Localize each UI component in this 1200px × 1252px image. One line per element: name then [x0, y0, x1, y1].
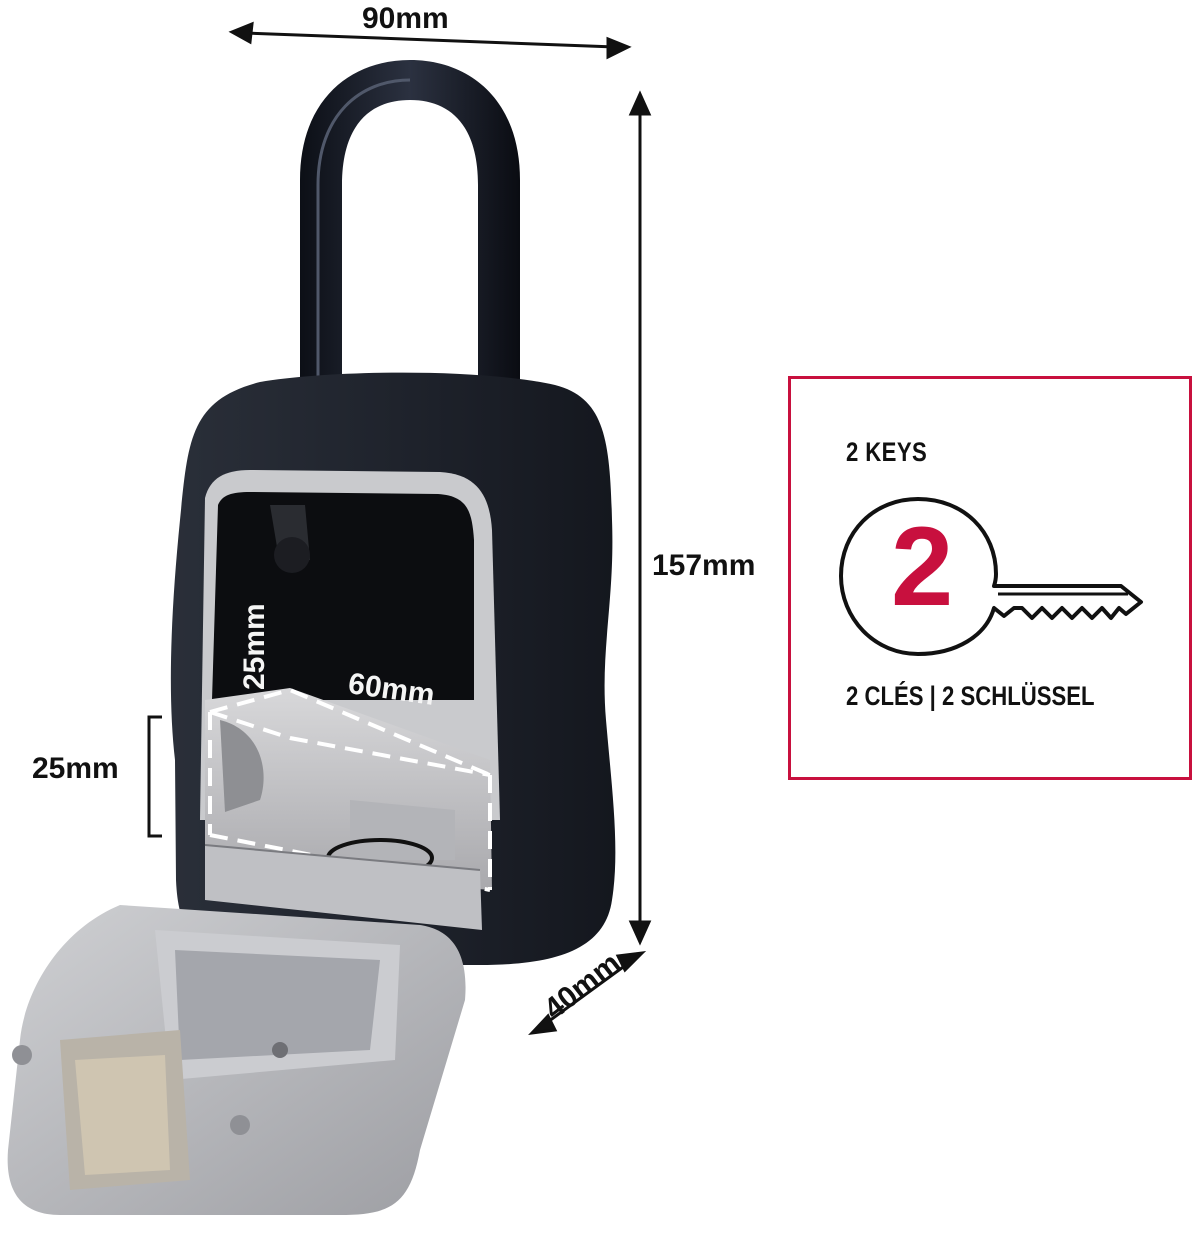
keys-info-panel: 2 KEYS 2 2 CLÉS | 2 SCHLÜSSEL: [788, 376, 1192, 780]
key-icon: [839, 497, 1143, 656]
compartment-height-inner-label: 25mm: [238, 603, 271, 690]
compartment-height-side-label: 25mm: [32, 752, 119, 785]
keys-subtitle: 2 CLÉS | 2 SCHLÜSSEL: [846, 681, 1095, 711]
keys-title: 2 KEYS: [846, 437, 928, 467]
side-bracket: [147, 715, 162, 838]
width-label: 90mm: [362, 2, 449, 35]
keys-count: 2: [891, 504, 954, 629]
height-label: 157mm: [652, 549, 756, 582]
depth-arrow: [528, 950, 647, 1036]
width-arrow: [228, 21, 632, 60]
height-arrow: [628, 90, 652, 946]
